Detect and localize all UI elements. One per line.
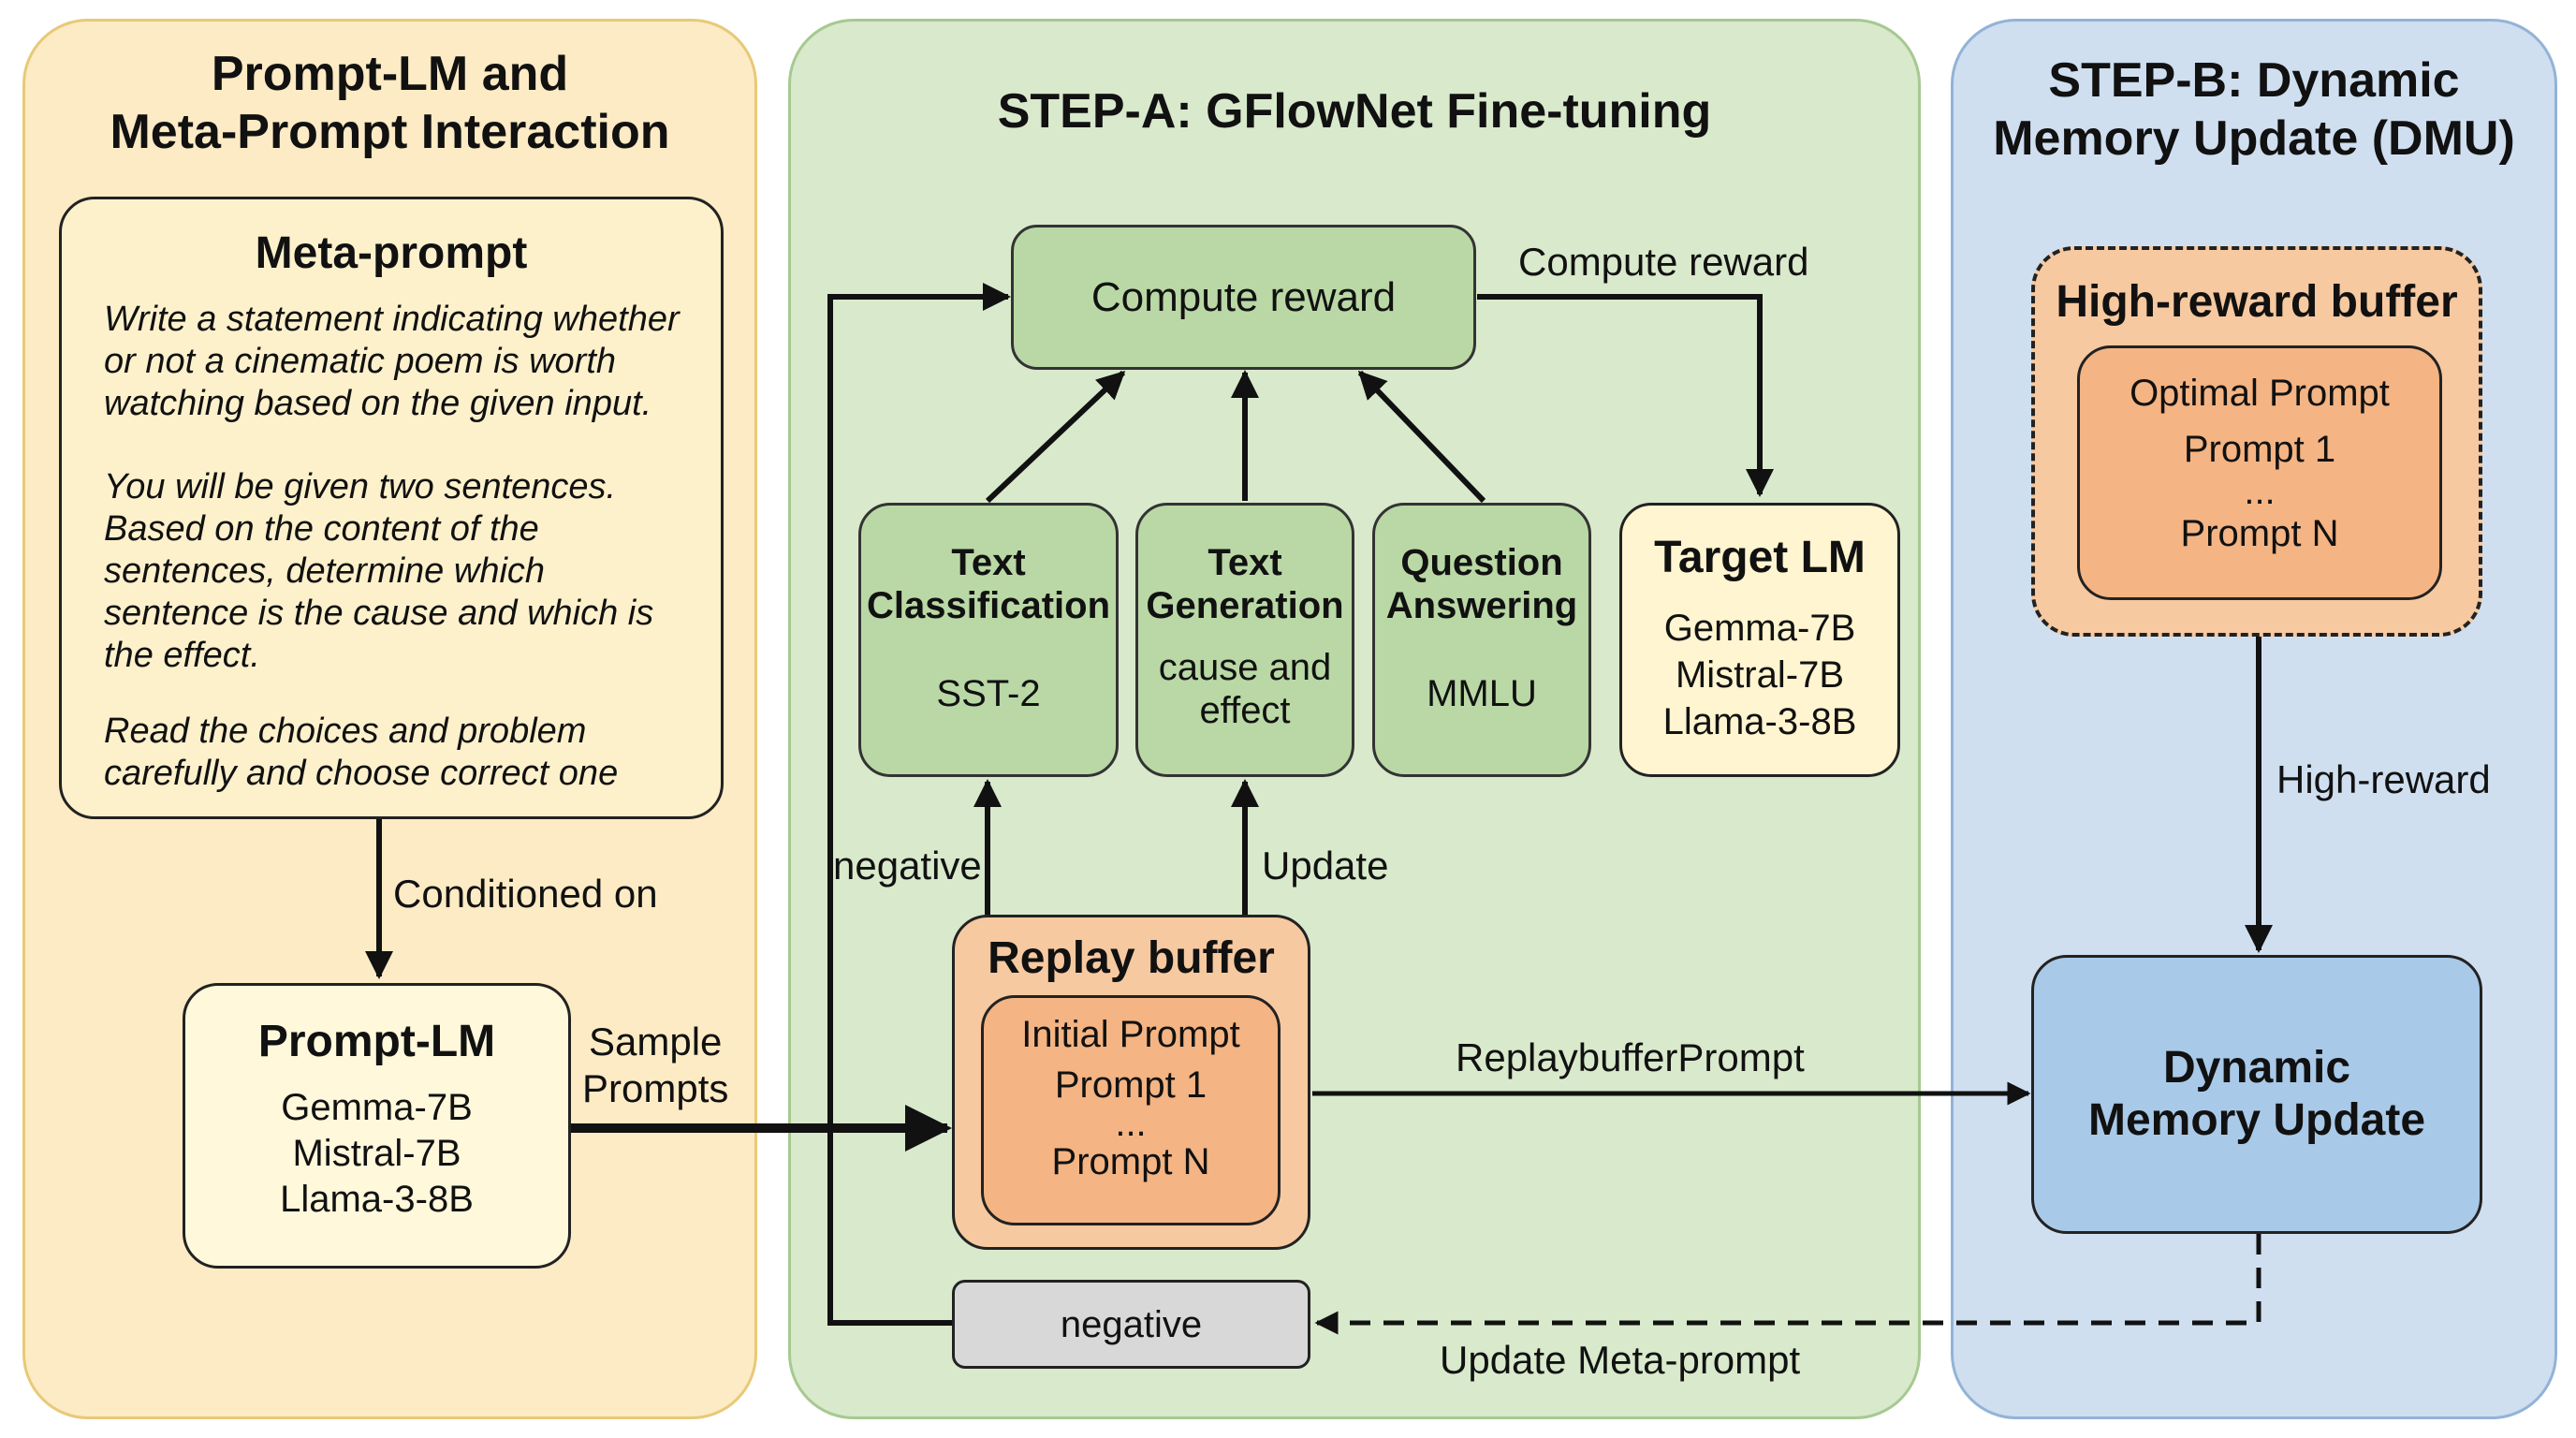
replay-buffer-box: Replay buffer Initial Prompt Prompt 1 ..… — [952, 915, 1310, 1250]
dynamic-memory-update-box: Dynamic Memory Update — [2031, 955, 2482, 1234]
prompt-lm-model-2: Mistral-7B — [292, 1133, 461, 1174]
meta-prompt-title: Meta-prompt — [255, 228, 528, 278]
label-conditioned-on: Conditioned on — [393, 872, 658, 916]
compute-reward-box: Compute reward — [1011, 225, 1476, 370]
compute-reward-label: Compute reward — [1090, 273, 1397, 320]
prompt-lm-title: Prompt-LM — [257, 1017, 496, 1066]
arrow-compute-reward-target — [1477, 294, 1774, 497]
target-lm-box: Target LM Gemma-7B Mistral-7B Llama-3-8B — [1619, 503, 1900, 777]
right-panel-title: STEP-B: Dynamic Memory Update (DMU) — [1993, 53, 2515, 166]
replay-buffer-title: Replay buffer — [988, 933, 1275, 983]
task-classification-dataset: SST-2 — [936, 673, 1041, 714]
negative-box: negative — [952, 1280, 1310, 1369]
high-reward-item-ellipsis: ... — [2244, 471, 2276, 512]
label-sample-prompts: Sample Prompts — [582, 1020, 729, 1110]
arrow-update-meta-prompt — [1314, 1234, 2261, 1335]
meta-prompt-text-3: Read the choices and problem carefully a… — [104, 712, 619, 793]
label-replaybuffer-prompt: ReplaybufferPrompt — [1456, 1035, 1805, 1079]
dmu-label: Dynamic Memory Update — [2087, 1043, 2426, 1145]
prompt-lm-box: Prompt-LM Gemma-7B Mistral-7B Llama-3-8B — [183, 983, 571, 1269]
label-compute-reward: Compute reward — [1518, 240, 1809, 284]
replay-buffer-item-1: Initial Prompt — [1021, 1014, 1240, 1055]
high-reward-item-2: Prompt 1 — [2183, 429, 2336, 470]
arrow-qa-reward — [1357, 370, 1486, 504]
label-update: Update — [1262, 844, 1389, 888]
task-classification-title: Text Classification — [866, 542, 1111, 626]
replay-buffer-item-3: Prompt N — [1051, 1141, 1210, 1182]
target-lm-model-1: Gemma-7B — [1663, 608, 1856, 649]
replay-buffer-list: Initial Prompt Prompt 1 ... Prompt N — [981, 995, 1281, 1225]
left-panel-title: Prompt-LM and Meta-Prompt Interaction — [110, 47, 670, 159]
arrow-classification-reward — [985, 370, 1126, 504]
mid-panel-title: STEP-A: GFlowNet Fine-tuning — [997, 84, 1712, 139]
task-text-classification: Text Classification SST-2 — [858, 503, 1119, 777]
prompt-lm-model-3: Llama-3-8B — [280, 1179, 474, 1220]
arrow-negative-loop — [827, 283, 1011, 1326]
prompt-lm-model-1: Gemma-7B — [281, 1087, 473, 1128]
negative-box-label: negative — [1060, 1303, 1203, 1345]
task-text-generation: Text Generation cause and effect — [1135, 503, 1354, 777]
task-qa-dataset: MMLU — [1427, 673, 1537, 714]
task-generation-title: Text Generation — [1146, 542, 1344, 626]
meta-prompt-text-1: Write a statement indicating whether or … — [104, 300, 680, 423]
target-lm-model-2: Mistral-7B — [1675, 654, 1845, 696]
high-reward-buffer-title: High-reward buffer — [2056, 277, 2458, 327]
meta-prompt-box: Meta-prompt Write a statement indicating… — [59, 197, 724, 819]
meta-prompt-text-2: You will be given two sentences. Based o… — [104, 467, 654, 675]
high-reward-item-3: Prompt N — [2180, 513, 2339, 554]
label-negative: negative — [833, 844, 982, 888]
replay-buffer-item-ellipsis: ... — [1115, 1103, 1147, 1144]
task-qa-title: Question Answering — [1385, 542, 1578, 626]
high-reward-item-1: Optimal Prompt — [2130, 373, 2390, 414]
high-reward-buffer-box: High-reward buffer Optimal Prompt Prompt… — [2031, 246, 2482, 637]
task-generation-dataset: cause and effect — [1158, 647, 1332, 731]
high-reward-buffer-list: Optimal Prompt Prompt 1 ... Prompt N — [2077, 345, 2442, 600]
label-update-meta-prompt: Update Meta-prompt — [1440, 1338, 1801, 1382]
target-lm-title: Target LM — [1654, 533, 1866, 582]
target-lm-model-3: Llama-3-8B — [1662, 701, 1857, 742]
task-question-answering: Question Answering MMLU — [1372, 503, 1591, 777]
label-high-reward: High-reward — [2276, 757, 2491, 801]
replay-buffer-item-2: Prompt 1 — [1054, 1064, 1208, 1106]
